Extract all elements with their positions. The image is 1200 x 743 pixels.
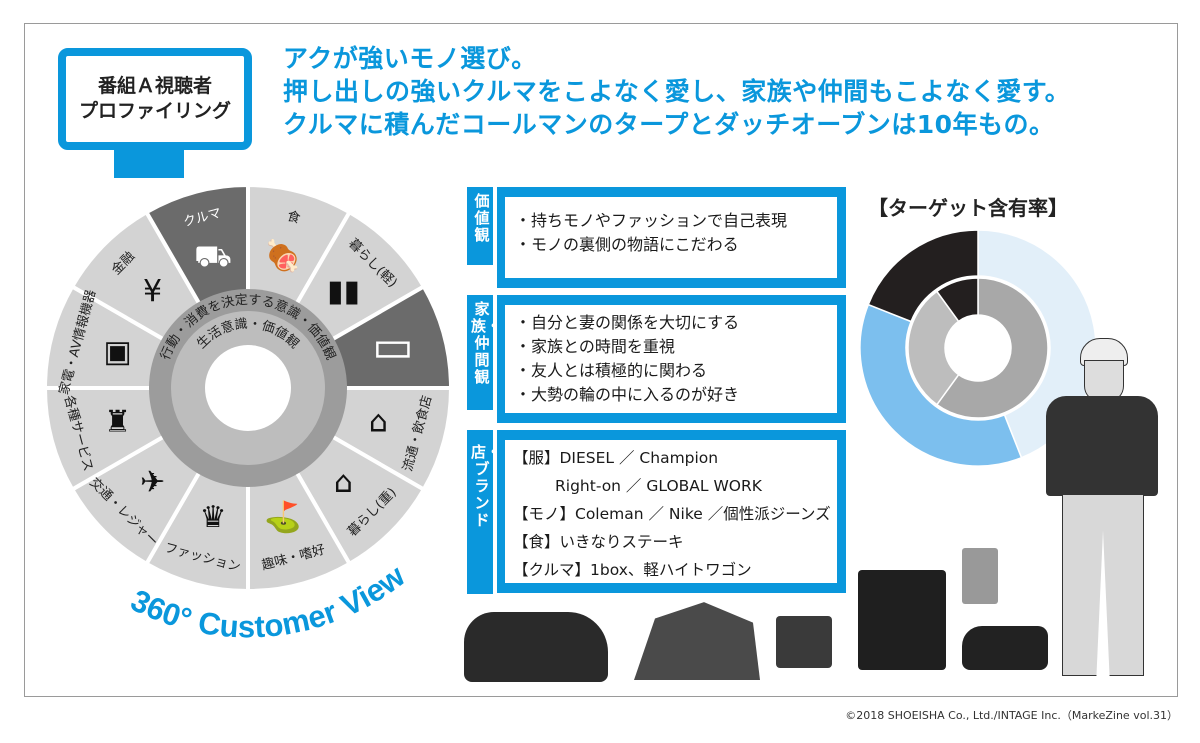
list-item: ・持ちモノやファッションで自己表現 bbox=[515, 211, 788, 230]
values-list: ・持ちモノやファッションで自己表現 ・モノの裏側の物語にこだわる bbox=[505, 197, 837, 278]
house-icon: ⌂ bbox=[334, 465, 353, 500]
wheel-hole bbox=[205, 345, 291, 431]
church-person-icon: ♜ bbox=[104, 404, 131, 439]
money-bag-icon: ¥ bbox=[143, 274, 162, 309]
family-section-title: 家族・仲間観 bbox=[467, 295, 501, 410]
meat-eggplant-icon: 🍖 bbox=[264, 237, 301, 275]
wheel-segment-label: 食 bbox=[285, 208, 302, 227]
plane-train-icon: ✈ bbox=[140, 465, 165, 500]
list-item: ・友人とは積極的に関わる bbox=[515, 361, 708, 380]
donut-outer-slice-2 bbox=[859, 303, 1023, 467]
monitor-stand-icon bbox=[114, 150, 184, 178]
donut-outer-slice-3 bbox=[867, 229, 979, 323]
wagon-cart-photo bbox=[776, 616, 832, 668]
copyright: ©2018 SHOEISHA Co., Ltd./INTAGE Inc.（Mar… bbox=[845, 709, 1178, 722]
brand-list: 【服】DIESEL ／ Champion Right-on ／ GLOBAL W… bbox=[505, 440, 837, 583]
monitor-title-box: 番組Ａ視聴者 プロファイリング bbox=[58, 48, 252, 150]
person-jacket bbox=[1046, 396, 1158, 496]
family-list: ・自分と妻の関係を大切にする ・家族との時間を重視 ・友人とは積極的に関わる ・… bbox=[505, 305, 837, 413]
chart-title: 【ターゲット含有率】 bbox=[868, 196, 1068, 220]
values-section-title: 価値観 bbox=[467, 187, 493, 265]
brand-section-title: 店・ブランド bbox=[467, 430, 501, 594]
detergent-bottles-icon: ▮▮ bbox=[327, 274, 360, 309]
headline-line-2: 押し出しの強いクルマをこよなく愛し、家族や仲間もこよなく愛す。 bbox=[283, 77, 1071, 106]
donut-inner-slice-1 bbox=[935, 277, 1049, 419]
list-item: ・家族との時間を重視 bbox=[515, 337, 675, 356]
jeans-photo bbox=[858, 570, 946, 670]
list-item: 【服】DIESEL ／ Champion bbox=[513, 449, 719, 467]
headline-line-1: アクが強いモノ選び。 bbox=[283, 44, 537, 73]
tv-monitor-icon: ▭ bbox=[372, 321, 414, 372]
infographic-frame bbox=[24, 23, 1178, 697]
list-item: ・自分と妻の関係を大切にする bbox=[515, 313, 740, 332]
donut-inner-slice-2 bbox=[907, 290, 960, 406]
list-item: 【モノ】Coleman ／ Nike ／個性派ジーンズ bbox=[513, 505, 831, 523]
list-item: Right-on ／ GLOBAL WORK bbox=[555, 477, 762, 495]
list-item: ・大勢の輪の中に入るのが好き bbox=[515, 385, 740, 404]
golf-bowling-icon: ⛳ bbox=[264, 499, 301, 535]
minivan-photo bbox=[464, 612, 608, 682]
donut-inner-slice-3 bbox=[935, 277, 979, 323]
car-icon: ⛟ bbox=[194, 239, 232, 274]
list-item: ・モノの裏側の物語にこだわる bbox=[515, 235, 739, 254]
store-dish-icon: ⌂ bbox=[369, 404, 388, 439]
list-item: 【食】いきなりステーキ bbox=[513, 533, 684, 551]
headline: アクが強いモノ選び。 押し出しの強いクルマをこよなく愛し、家族や仲間もこよなく愛… bbox=[283, 42, 1070, 141]
list-item: 【クルマ】1box、軽ハイトワゴン bbox=[513, 561, 752, 579]
monitor-title-line-2: プロファイリング bbox=[78, 100, 231, 122]
monitor-title-line-1: 番組Ａ視聴者 bbox=[97, 75, 212, 97]
microwave-tv-icon: ▣ bbox=[103, 335, 131, 370]
lighter-photo bbox=[962, 548, 998, 604]
dress-heel-icon: ♛ bbox=[200, 500, 227, 535]
sneaker-photo bbox=[962, 626, 1048, 670]
headline-line-3: クルマに積んだコールマンのタープとダッチオーブンは10年もの。 bbox=[283, 110, 1055, 139]
